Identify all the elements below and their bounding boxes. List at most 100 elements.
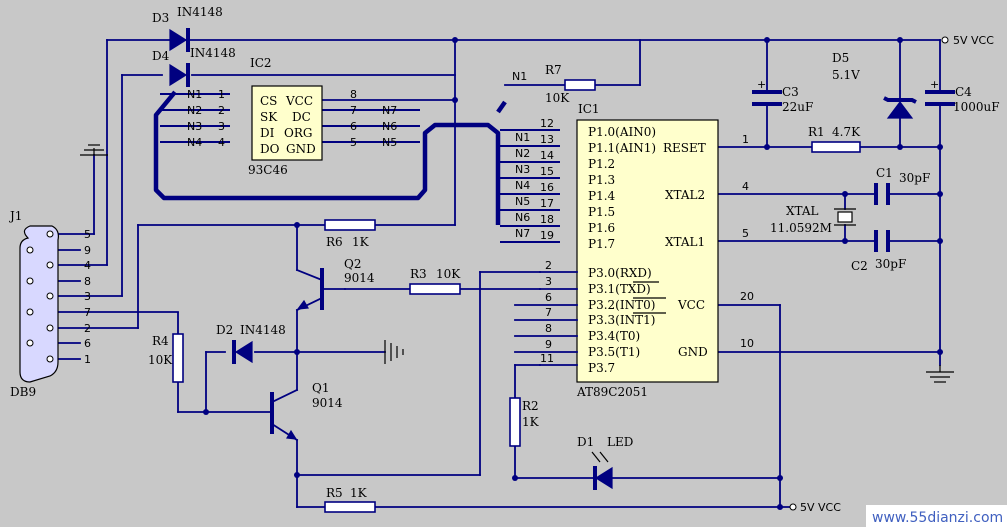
r4-ref: R4 — [152, 334, 169, 348]
ic2-ref: IC2 — [250, 56, 272, 70]
d5-value: 5.1V — [832, 68, 860, 82]
ic2-pin-num: 2 — [218, 104, 225, 117]
ic2-pin-name: CS — [260, 94, 277, 108]
ic1-pin-num: 15 — [540, 165, 554, 178]
svg-text:+: + — [757, 78, 766, 91]
ic2-pin-name: ORG — [284, 126, 312, 140]
ic1-pin-num: 8 — [545, 322, 552, 335]
bus-lines — [153, 90, 560, 243]
capacitor-c4: + C4 1000uF — [925, 78, 1000, 114]
db9-pin: 9 — [84, 244, 91, 257]
c3-ref: C3 — [782, 85, 799, 99]
c2-value: 30pF — [875, 257, 906, 271]
resistor-r7: N1 R7 10K — [512, 63, 596, 105]
led-d1: D1 LED — [577, 435, 633, 490]
ic2-pin-name: DO — [260, 142, 280, 156]
ic2-pin-num: 8 — [350, 88, 357, 101]
ic2-net: N7 — [382, 104, 397, 117]
ic1-net: N5 — [515, 195, 530, 208]
d1-ref: D1 — [577, 435, 594, 449]
d2-value: IN4148 — [240, 323, 286, 337]
r4-value: 10K — [148, 353, 173, 367]
transistor-q1: Q1 9014 — [270, 381, 343, 442]
db9-pin: 4 — [84, 259, 91, 272]
ic1-pin-name: P1.7 — [588, 237, 615, 251]
ic1-pin-name: RESET — [663, 141, 706, 155]
resistor-r2: R2 1K — [509, 397, 540, 447]
c4-ref: C4 — [955, 85, 972, 99]
ic1-net: N3 — [515, 163, 530, 176]
db9-pin: 6 — [84, 337, 91, 350]
ic1-net: N1 — [515, 131, 530, 144]
r1-value: 4.7K — [832, 125, 861, 139]
ic1-pin-num: 1 — [742, 133, 749, 146]
ic2-pin-num: 5 — [350, 136, 357, 149]
ic2-net: N3 — [187, 120, 202, 133]
db9-pin: 5 — [84, 228, 91, 241]
r7-value: 10K — [545, 91, 570, 105]
ic1-pin-name: P3.7 — [588, 361, 615, 375]
d3-value: IN4148 — [177, 5, 223, 19]
vcc-top-label: 5V VCC — [953, 34, 994, 47]
r6-value: 1K — [352, 235, 370, 249]
ic2-pin-name: SK — [260, 110, 278, 124]
ic1-pin-name: P1.4 — [588, 189, 616, 203]
ic2-pin-num: 1 — [218, 88, 225, 101]
ground-symbol-right — [926, 365, 954, 383]
c1-ref: C1 — [876, 166, 893, 180]
c3-value: 22uF — [782, 100, 813, 114]
ic1-pin-num: 2 — [545, 259, 552, 272]
ic1-pin-num: 19 — [540, 229, 554, 242]
vcc-top-terminal: 5V VCC — [941, 34, 994, 47]
d3-ref: D3 — [152, 11, 169, 25]
r6-ref: R6 — [326, 235, 343, 249]
ground-symbol-mid — [384, 340, 404, 364]
ic1-pin-name: P3.0(RXD) — [588, 266, 652, 280]
resistor-r1: R1 4.7K — [808, 125, 861, 153]
diode-d2: D2 IN4148 — [216, 323, 286, 364]
ic1-net: N6 — [515, 211, 530, 224]
ic1-pin-name: P3.3(INT1) — [588, 313, 655, 327]
xtal-ref: XTAL — [786, 204, 819, 218]
ic1-ref: IC1 — [578, 102, 600, 116]
c1-value: 30pF — [899, 171, 930, 185]
ic2-net: N2 — [187, 104, 202, 117]
ic1-pin-num: 17 — [540, 197, 554, 210]
ic2-pin-name: GND — [286, 142, 316, 156]
ic1-net: N7 — [515, 227, 530, 240]
q2-value: 9014 — [344, 271, 375, 285]
c4-value: 1000uF — [953, 100, 1000, 114]
d5-ref: D5 — [832, 51, 849, 65]
ic2-pin-name: VCC — [285, 94, 313, 108]
d2-ref: D2 — [216, 323, 233, 337]
ic2-pin-num: 4 — [218, 136, 225, 149]
resistor-r6: R6 1K — [324, 219, 376, 249]
ic1-pin-name: VCC — [677, 298, 705, 312]
vcc-bottom-label: 5V VCC — [800, 501, 841, 514]
capacitor-c2: C2 30pF — [851, 230, 906, 273]
db9-pin: 7 — [84, 306, 91, 319]
ic1-pin-num: 9 — [545, 338, 552, 351]
ic1-pin-num: 3 — [545, 275, 552, 288]
ic1-pin-name: P1.1(AIN1) — [588, 141, 656, 155]
capacitor-c3: + C3 22uF — [752, 78, 813, 114]
ic2-net: N4 — [187, 136, 202, 149]
resistor-r5: R5 1K — [324, 486, 376, 513]
r3-value: 10K — [436, 267, 461, 281]
db9-ref: J1 — [8, 209, 22, 223]
ic2-net: N5 — [382, 136, 397, 149]
db9-pin: 3 — [84, 290, 91, 303]
wires — [57, 39, 941, 508]
ic1-pin-name: P1.6 — [588, 221, 615, 235]
ic1-pin-name: P1.2 — [588, 157, 615, 171]
ic2-net: N6 — [382, 120, 397, 133]
d4-value: IN4148 — [190, 46, 236, 60]
d1-value: LED — [607, 435, 633, 449]
ic1-pin-name: P1.3 — [588, 173, 615, 187]
ic1-pin-num: 20 — [740, 290, 754, 303]
r2-value: 1K — [522, 415, 540, 429]
ic1-pin-name: P3.2(INT0) — [588, 298, 655, 312]
svg-text:+: + — [930, 78, 939, 91]
ic2-eeprom: IC2 93C46 N1 1 CS N2 2 SK N3 3 DI N4 4 D… — [187, 56, 397, 177]
